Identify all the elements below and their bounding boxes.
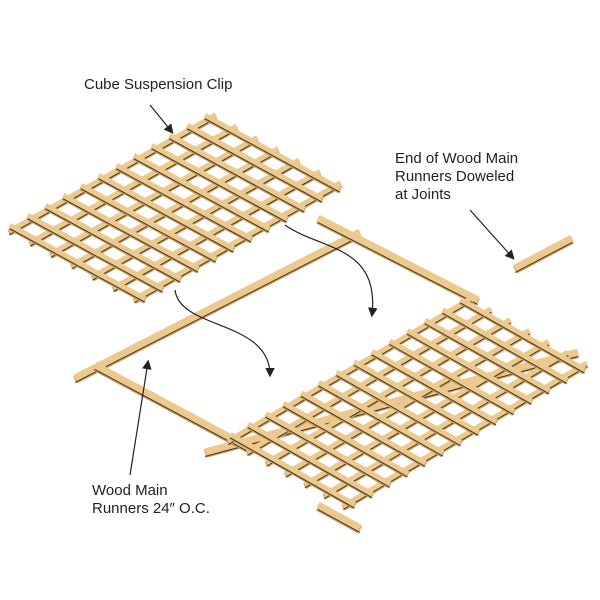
grid-bar: [317, 380, 445, 455]
cross-runner-edge: [317, 222, 479, 305]
grid-bar: [423, 317, 551, 393]
grid-bar-edge: [407, 333, 532, 405]
grid-bar: [97, 173, 235, 251]
grid-bar-edge: [45, 208, 181, 283]
grid-bar: [49, 135, 259, 257]
cross-runner-edge: [94, 369, 251, 453]
runner-end-edge: [514, 242, 573, 273]
grid-bar: [370, 349, 498, 424]
grid-bar-edge: [300, 396, 426, 467]
grid-bar-edge: [389, 344, 515, 415]
grid-bar: [61, 193, 200, 271]
grid-bar-edge: [187, 128, 323, 203]
leader-arrows: [129, 104, 515, 476]
grid-bar-edge: [133, 185, 342, 304]
main-runner: [73, 228, 362, 382]
grid-bar-edge: [151, 148, 288, 223]
grid-bar-edge: [336, 375, 461, 447]
arrow-placement-2: [284, 224, 378, 318]
grid-bar-edge: [9, 228, 146, 303]
arrow-end-leader: [469, 209, 515, 260]
grid-bar: [26, 213, 164, 291]
grid-bar-edge: [318, 385, 444, 457]
grid-bar: [335, 369, 462, 445]
grid-bar-edge: [27, 218, 163, 293]
grid-bar-edge: [80, 188, 217, 263]
grid-bar-edge: [247, 427, 373, 499]
grid-bar: [132, 153, 271, 231]
grid-bar: [150, 143, 289, 221]
grid-bar-edge: [204, 118, 341, 193]
main-runner-edge: [74, 236, 361, 383]
grid-bar: [186, 123, 324, 201]
grid-bar: [441, 307, 569, 383]
grid-bar-edge: [442, 312, 568, 384]
label-end-line2: Runners Doweled: [395, 168, 515, 185]
runner-end: [513, 234, 574, 272]
grid-bar-edge: [29, 129, 237, 247]
loose-cube-grid-panel: [7, 112, 343, 304]
grid-bar: [388, 338, 516, 414]
grid-bar: [91, 157, 301, 279]
installed-cube-grid-panel: [226, 295, 589, 511]
arrow-clip-leader: [149, 104, 174, 134]
grid-bar-edge: [50, 140, 258, 258]
label-runners-line1: Wood Main: [92, 482, 168, 499]
grid-bar: [132, 180, 343, 302]
cross-runner: [316, 214, 480, 304]
grid-bar: [459, 297, 586, 372]
label-end-line3: at Joints: [395, 186, 451, 203]
cross-runner: [93, 361, 252, 452]
cross-runner: [316, 501, 362, 532]
grid-bar: [115, 163, 253, 241]
grid-bar: [353, 359, 480, 435]
grid-bar-edge: [424, 323, 550, 395]
cross-runner-edge: [317, 509, 361, 533]
arrow-runner-leader: [129, 359, 152, 476]
grid-bar-edge: [265, 416, 391, 488]
grid-bar: [28, 123, 238, 245]
grid-bar-edge: [371, 354, 497, 426]
grid-bar: [112, 169, 322, 291]
grid-bar: [168, 133, 306, 211]
grid-bar-edge: [71, 151, 279, 270]
grid-bar: [79, 183, 218, 261]
grid-bar: [44, 203, 182, 281]
grid-bar-edge: [62, 198, 199, 273]
label-end-line1: End of Wood Main: [395, 150, 519, 167]
grid-bar: [264, 411, 392, 487]
arrow-placement-1: [174, 289, 275, 378]
grid-bar: [203, 113, 342, 191]
grid-bar: [7, 112, 218, 234]
grid-bar-edge: [92, 163, 300, 281]
grid-bar-edge: [230, 437, 355, 509]
label-end-of-runners: End of Wood Main Runners Doweled at Join…: [395, 150, 518, 204]
grid-bar-edge: [133, 158, 270, 233]
label-cube-suspension-clip: Cube Suspension Clip: [84, 76, 233, 93]
grid-bar: [282, 401, 409, 476]
grid-bar-edge: [116, 168, 252, 243]
grid-bar-edge: [283, 406, 408, 478]
label-wood-main-runners: Wood Main Runners 24″ O.C.: [92, 482, 210, 518]
grid-bar: [70, 146, 280, 268]
grid-bar: [406, 328, 533, 403]
grid-bar-edge: [113, 174, 321, 292]
grid-bar-edge: [98, 178, 234, 253]
grid-bar: [299, 390, 427, 466]
grid-bar-edge: [8, 117, 217, 236]
grid-bar-edge: [169, 138, 305, 213]
grid-bar-edge: [354, 364, 479, 436]
grid-bar: [8, 223, 147, 301]
grid-bar-edge: [460, 302, 585, 374]
label-runners-line2: Runners 24″ O.C.: [92, 500, 210, 517]
grid-bar: [229, 432, 356, 507]
grid-bar: [246, 421, 374, 497]
